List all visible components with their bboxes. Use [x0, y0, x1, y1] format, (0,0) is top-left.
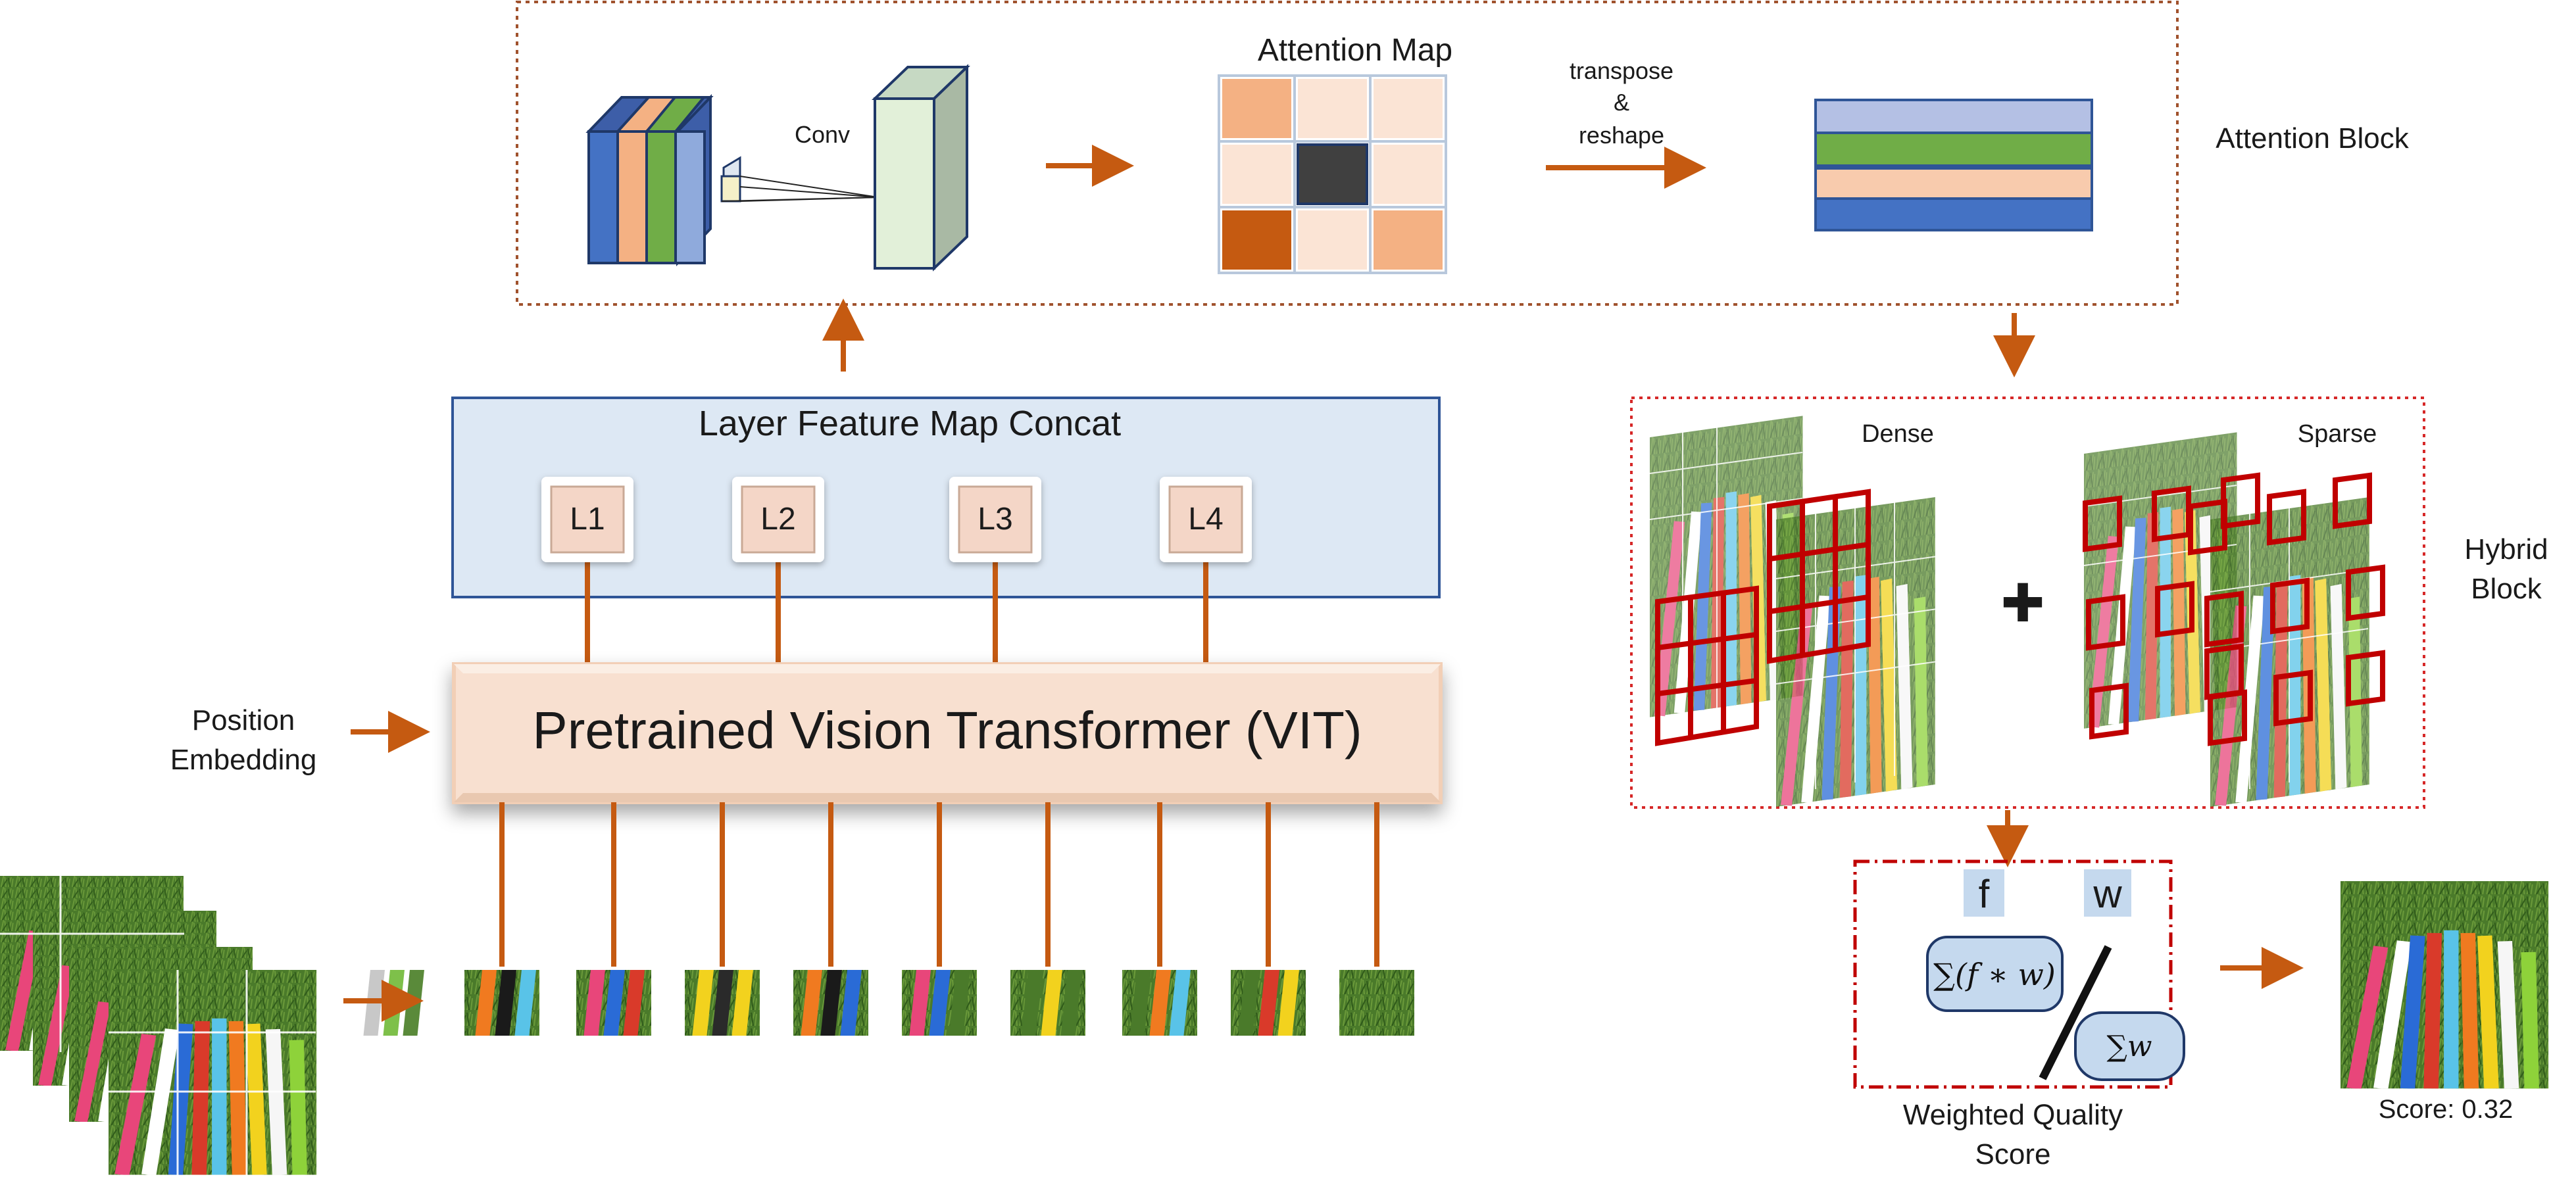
denominator-formula: ∑w	[2106, 1030, 2152, 1063]
weighted-label-line-2: Score	[1975, 1138, 2051, 1170]
attention-cell	[1298, 79, 1367, 138]
f-chip	[1964, 869, 2004, 917]
sparse-label: Sparse	[2298, 420, 2377, 448]
position-embedding-line-2: Embedding	[170, 744, 317, 776]
hybrid-label-line-2: Block	[2471, 573, 2542, 605]
attention-block-label: Attention Block	[2216, 122, 2409, 155]
attention-map-grid	[1218, 74, 1447, 274]
image-patches	[363, 970, 1414, 1036]
band-lavender	[1814, 99, 2093, 134]
sparse-patch-box	[2346, 564, 2385, 621]
numerator-formula: ∑(f ∗ w)	[1933, 957, 2056, 992]
weighted-score-frame	[1853, 859, 2173, 1089]
f-label: f	[1979, 872, 1990, 916]
sparse-tiled-image	[2083, 432, 2385, 807]
vit-title: Pretrained Vision Transformer (VIT)	[532, 701, 1362, 759]
layer-chip-l3: L3	[949, 477, 1041, 562]
sparse-patch-box	[2270, 577, 2310, 635]
attention-cell	[1222, 79, 1291, 138]
hybrid-label-line-1: Hybrid	[2464, 533, 2548, 566]
vit-block	[452, 662, 1443, 804]
denominator-box	[2074, 1011, 2185, 1081]
layer-chips: L1 L2 L3 L4	[541, 477, 1252, 562]
attention-block-frame	[516, 1, 2179, 306]
numerator-box	[1926, 936, 2064, 1012]
layer-connectors	[585, 562, 1208, 664]
sparse-patch-box	[2346, 650, 2385, 707]
reshaped-bands	[1814, 99, 2093, 231]
layer-chip-label: L4	[1188, 502, 1223, 537]
w-chip	[2084, 869, 2131, 917]
conv-output-slab	[872, 64, 970, 272]
layer-chip-l1: L1	[541, 477, 633, 562]
sparse-patch-box	[2188, 498, 2227, 556]
w-label: w	[2093, 872, 2122, 916]
dense-tiled-image	[1650, 416, 1937, 807]
layer-chip-l2: L2	[732, 477, 824, 562]
plus-symbol: ✚	[2000, 574, 2044, 633]
position-embedding-line-1: Position	[192, 704, 295, 736]
sparse-patch-box	[2086, 594, 2125, 651]
image-patch	[1238, 970, 1414, 1036]
attention-cell	[1222, 145, 1291, 204]
sparse-patch-box	[2083, 495, 2122, 552]
band-green	[1814, 132, 2093, 167]
hybrid-block-frame	[1630, 397, 2425, 809]
attention-cell	[1222, 210, 1291, 270]
transpose-label-line-1: transpose	[1570, 57, 1673, 84]
layer-chip-label: L3	[978, 502, 1012, 537]
attention-map-title: Attention Map	[1258, 33, 1452, 68]
division-slash	[2039, 945, 2112, 1080]
sparse-patch-box	[2221, 472, 2260, 529]
sparse-patch-box	[2089, 683, 2129, 740]
patch-connectors	[499, 802, 1379, 967]
sparse-patch-box	[2267, 489, 2306, 546]
sparse-patch-box	[2208, 689, 2247, 746]
band-blue	[1814, 197, 2093, 231]
transpose-label-line-2: &	[1614, 89, 1629, 116]
dense-label: Dense	[1862, 420, 1934, 448]
transpose-label-line-3: reshape	[1579, 122, 1664, 149]
attention-cell	[1374, 210, 1443, 270]
band-peach	[1814, 167, 2093, 200]
sparse-patch-box	[2204, 590, 2244, 648]
layer-chip-l4: L4	[1160, 477, 1252, 562]
attention-cell	[1374, 145, 1443, 204]
output-score: Score: 0.32	[2379, 1095, 2514, 1124]
input-image-stack	[0, 876, 316, 1177]
weighted-label-line-1: Weighted Quality	[1903, 1099, 2123, 1131]
layer-chip-label: L1	[570, 502, 605, 537]
attention-cell	[1297, 143, 1368, 205]
output-image	[2341, 881, 2548, 1088]
layer-chip-label: L2	[760, 502, 795, 537]
conv-label: Conv	[795, 121, 850, 148]
attention-cell	[1374, 79, 1443, 138]
feature-map-stack	[585, 94, 741, 266]
conv-projection-lines	[721, 176, 879, 202]
sparse-patch-box	[2155, 581, 2194, 638]
sparse-patch-box	[2333, 472, 2372, 529]
layer-concat-title: Layer Feature Map Concat	[699, 404, 1121, 443]
attention-cell	[1298, 210, 1367, 270]
transpose-reshape-label: transpose & reshape	[1570, 57, 1673, 149]
sparse-patch-box	[2273, 669, 2313, 727]
